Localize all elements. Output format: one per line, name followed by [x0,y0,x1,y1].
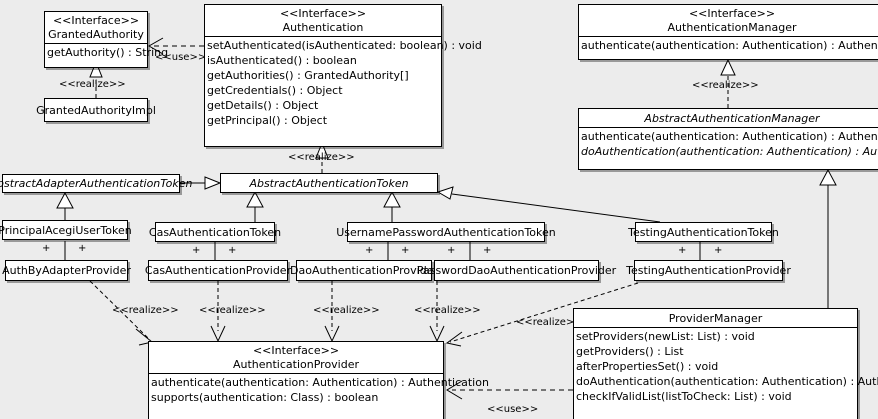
member-row: authenticate(authentication: Authenticat… [581,39,878,52]
relationship-label-realize-abstract-authentication-manager: <<realize>> [692,80,759,91]
class-box-cas-authentication-provider[interactable]: CasAuthenticationProvider [145,260,291,281]
relationship-label-realize-password-dao-authentication-provider: <<realize>> [414,305,481,316]
class-separator [45,43,147,44]
stereotype-label: <<Interface>> [252,344,340,357]
class-members-abstract-authentication-manager: authenticate(authentication: Authenticat… [579,128,878,160]
class-name-label: DaoAuthenticationProvider [290,264,438,277]
member-row: getPrincipal() : Object [207,114,328,127]
class-name-label: PasswordDaoAuthenticationProvider [416,264,617,277]
member-row: setProviders(newList: List) : void [576,330,755,343]
class-box-abstract-authentication-token[interactable]: AbstractAuthenticationToken [220,173,438,193]
relationship-label-realize-abstract-authentication-token: <<realize>> [288,152,355,163]
class-box-testing-authentication-provider[interactable]: TestingAuthenticationProvider [626,260,791,281]
class-box-granted-authority-impl[interactable]: GrantedAuthorityImpl [36,98,156,122]
relationship-label-realize-dao-authentication-provider: <<realize>> [313,305,380,316]
class-name-label: CasAuthenticationToken [148,225,282,239]
stereotype-label: <<Interface>> [688,7,776,20]
class-name-label: AuthenticationProvider [232,358,360,371]
member-row: supports(authentication: Class) : boolea… [151,391,379,404]
class-box-username-password-authentication-token[interactable]: UsernamePasswordAuthenticationToken [336,222,556,242]
relationship-label-use-provider-manager-authentication-provider: <<use>> [487,404,539,415]
member-row: getAuthorities() : GrantedAuthority[] [207,69,409,82]
member-row: authenticate(authentication: Authenticat… [581,130,878,143]
class-name-label: AbstractAdapterAuthenticationToken [0,177,193,190]
class-header-provider-manager: ProviderManager [574,309,857,327]
class-members-authentication-manager: authenticate(authentication: Authenticat… [579,37,878,54]
stereotype-label: <<Interface>> [279,7,367,20]
association-plus-upt-a: + [365,245,374,256]
class-name-label: TestingAuthenticationToken [628,225,779,239]
class-box-provider-manager[interactable]: ProviderManager setProviders(newList: Li… [573,308,878,419]
class-box-principal-acegi-user-token[interactable]: PrincipalAcegiUserToken [0,220,132,240]
member-row: afterPropertiesSet() : void [576,360,719,373]
class-header-authentication: <<Interface>> Authentication [205,5,441,36]
association-plus-cas-left: + [192,245,201,256]
member-row: doAuthentication(authentication: Authent… [576,375,878,388]
class-name-label: AuthenticationManager [667,21,797,34]
association-plus-cas-right: + [228,245,237,256]
class-members-granted-authority: getAuthority() : String [45,44,169,61]
stereotype-label: <<Interface>> [52,14,140,27]
member-row: isAuthenticated() : boolean [207,54,357,67]
class-separator [579,36,878,37]
class-name-label: PrincipalAcegiUserToken [0,223,132,237]
relationship-label-use-authentication-granted-authority: <<use>> [155,52,207,63]
class-name-label: UsernamePasswordAuthenticationToken [336,225,556,239]
class-members-authentication: setAuthenticated(isAuthenticated: boolea… [205,37,482,129]
class-separator [149,373,443,374]
class-box-testing-authentication-token[interactable]: TestingAuthenticationToken [628,222,779,242]
member-row: checkIfValidList(listToCheck: List) : vo… [576,390,792,403]
class-name-label: ProviderManager [668,312,763,325]
class-box-auth-by-adapter-provider[interactable]: AuthByAdapterProvider [2,260,131,281]
class-name-label: AbstractAuthenticationToken [249,176,409,190]
class-box-abstract-adapter-authentication-token[interactable]: AbstractAdapterAuthenticationToken [0,174,192,193]
member-row: getProviders() : List [576,345,684,358]
class-box-password-dao-authentication-provider[interactable]: PasswordDaoAuthenticationProvider [417,260,616,281]
class-separator [574,327,857,328]
class-box-granted-authority[interactable]: <<Interface>> GrantedAuthority getAuthor… [44,11,169,68]
relationship-label-realize-granted-authority-impl: <<realize>> [59,79,126,90]
relationship-label-realize-cas-authentication-provider: <<realize>> [199,305,266,316]
member-row: setAuthenticated(isAuthenticated: boolea… [207,39,482,52]
class-name-label: CasAuthenticationProvider [144,264,292,277]
class-header-abstract-authentication-manager: AbstractAuthenticationManager [579,109,878,127]
association-plus-testing-right: + [714,245,723,256]
association-plus-upt-b: + [401,245,410,256]
class-members-authentication-provider: authenticate(authentication: Authenticat… [149,374,489,406]
class-box-authentication-manager[interactable]: <<Interface>> AuthenticationManager auth… [578,4,878,60]
class-name-label: Authentication [282,21,364,34]
class-name-label: GrantedAuthorityImpl [36,103,156,117]
class-separator [579,127,878,128]
member-row: getAuthority() : String [47,46,169,59]
association-plus-principal-left: + [42,243,51,254]
class-box-abstract-authentication-manager[interactable]: AbstractAuthenticationManager authentica… [578,108,878,170]
class-name-label: TestingAuthenticationProvider [626,264,791,277]
class-header-authentication-provider: <<Interface>> AuthenticationProvider [149,342,443,373]
class-name-label: GrantedAuthority [48,28,144,41]
class-header-granted-authority: <<Interface>> GrantedAuthority [45,12,147,43]
association-plus-upt-c: + [447,245,456,256]
class-name-label: AuthByAdapterProvider [2,264,131,277]
member-row: authenticate(authentication: Authenticat… [151,376,489,389]
class-box-dao-authentication-provider[interactable]: DaoAuthenticationProvider [290,260,438,281]
class-header-authentication-manager: <<Interface>> AuthenticationManager [579,5,878,36]
member-row: getDetails() : Object [207,99,319,112]
class-box-authentication-provider[interactable]: <<Interface>> AuthenticationProvider aut… [148,341,489,419]
class-separator [205,36,441,37]
member-row: doAuthentication(authentication: Authent… [581,145,878,158]
class-box-cas-authentication-token[interactable]: CasAuthenticationToken [149,222,281,242]
relationship-label-realize-auth-by-adapter-provider: <<realize>> [112,305,179,316]
member-row: getCredentials() : Object [207,84,343,97]
association-plus-principal-right: + [78,243,87,254]
class-name-label: AbstractAuthenticationManager [644,112,820,125]
association-plus-testing-left: + [678,245,687,256]
association-plus-upt-d: + [483,245,492,256]
class-members-provider-manager: setProviders(newList: List) : void getPr… [574,328,878,405]
class-box-authentication[interactable]: <<Interface>> Authentication setAuthenti… [204,4,482,147]
